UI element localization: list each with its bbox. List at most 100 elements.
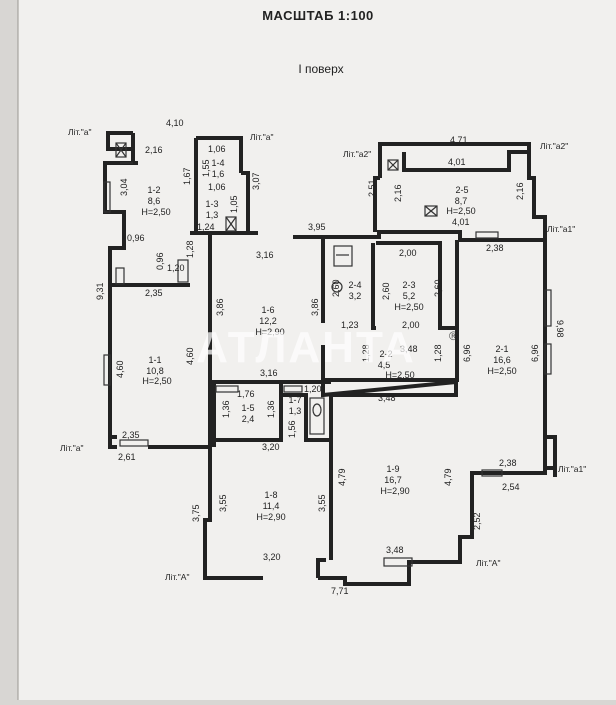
room-1-6-height: H=2,90	[255, 327, 284, 337]
scale-title: МАСШТАБ 1:100	[262, 8, 374, 23]
room-1-1-area: 10,8	[146, 366, 164, 376]
dimension-d998: 9,98	[555, 320, 565, 338]
dimension-d355a: 3,55	[218, 494, 228, 512]
room-1-4-area: 1,6	[212, 169, 225, 179]
room-1-9-id: 1-9	[386, 464, 399, 474]
room-2-5-area: 8,7	[455, 196, 468, 206]
dimension-d120a: 1,20	[167, 263, 185, 273]
dimension-d931: 9,31	[95, 282, 105, 300]
room-1-2-height: H=2,50	[141, 207, 170, 217]
dimension-d348c: 3,48	[386, 545, 404, 555]
room-1-8-height: H=2,90	[256, 512, 285, 522]
dimension-d155: 1,55	[201, 159, 211, 177]
room-2-5-id: 2-5	[455, 185, 468, 195]
dimension-d105: 1,05	[229, 195, 239, 213]
dimension-d260c: 2,60	[433, 279, 443, 297]
room-1-5-area: 2,4	[242, 414, 255, 424]
dimension-d696b: 6,96	[530, 344, 540, 362]
dimension-d304: 3,04	[119, 178, 129, 196]
dimension-d176: 1,76	[237, 389, 255, 399]
dimension-d235b: 2,35	[122, 430, 140, 440]
dimension-d320b: 3,20	[263, 552, 281, 562]
dimension-d167: 1,67	[182, 167, 192, 185]
room-1-5-id: 1-5	[241, 403, 254, 413]
dimension-d216b: 2,16	[393, 184, 403, 202]
letter-labels: Літ."а" Літ."а" Літ."а2" Літ."а2" Літ."а…	[60, 127, 586, 582]
dimension-d106a: 1,06	[208, 144, 226, 154]
lit-A-right: Літ."А"	[476, 558, 500, 568]
dimension-d316b: 3,16	[260, 368, 278, 378]
lit-a2-left: Літ."а2"	[343, 149, 371, 159]
room-1-9-height: H=2,90	[380, 486, 409, 496]
dimension-d124: 1,24	[197, 222, 215, 232]
dimension-d216: 2,16	[145, 145, 163, 155]
dimension-d251: 2,51	[367, 179, 377, 197]
dimension-d235a: 2,35	[145, 288, 163, 298]
room-1-1-id: 1-1	[148, 355, 161, 365]
lit-a1-bottom: Літ."а1"	[558, 464, 586, 474]
room-2-1-area: 16,6	[493, 355, 511, 365]
room-2-2-height: H=2,50	[385, 370, 414, 380]
dimension-d238a: 2,38	[486, 243, 504, 253]
lit-a-left: Літ."а"	[60, 443, 84, 453]
room-2-5-height: H=2,50	[446, 206, 475, 216]
dimension-d386b: 3,86	[310, 298, 320, 316]
room-2-2-area: 4,5	[378, 360, 391, 370]
watermark: АТЛАНТА	[196, 323, 416, 372]
dimension-d200a: 2,00	[399, 248, 417, 258]
room-2-3-id: 2-3	[402, 280, 415, 290]
room-1-2-id: 1-2	[147, 185, 160, 195]
room-1-3-area: 1,3	[206, 210, 219, 220]
dimension-d771: 7,71	[331, 586, 349, 596]
dimension-d316: 3,16	[256, 250, 274, 260]
room-1-1-height: H=2,50	[142, 376, 171, 386]
dimension-d401b: 4,01	[452, 217, 470, 227]
dimension-d123: 1,23	[341, 320, 359, 330]
dimension-d479a: 4,79	[337, 468, 347, 486]
dimension-d471: 4,71	[450, 135, 468, 145]
room-2-4-area: 3,2	[349, 291, 362, 301]
dimension-d401a: 4,01	[448, 157, 466, 167]
walls	[103, 131, 557, 586]
lit-a-top: Літ."а"	[250, 132, 274, 142]
dimension-d261: 2,61	[118, 452, 136, 462]
dimension-d260b: 2,60	[381, 282, 391, 300]
dimension-d128b: 1,28	[361, 344, 371, 362]
room-1-6-id: 1-6	[261, 305, 274, 315]
dimension-d307: 3,07	[251, 172, 261, 190]
room-1-6-area: 12,2	[259, 316, 277, 326]
dimension-d136a: 1,36	[221, 400, 231, 418]
watermark-registered-mark: ®	[449, 329, 458, 343]
room-labels: 1-2 8,6 H=2,50 1-4 1,6 1-3 1,3 2-5 8,7 H…	[141, 158, 516, 522]
dimension-d096b: 0,96	[155, 252, 165, 270]
room-1-4-id: 1-4	[211, 158, 224, 168]
fixtures	[103, 142, 552, 567]
dimension-d260a: 2,60	[331, 279, 341, 297]
dimension-d320a: 3,20	[262, 442, 280, 452]
dimension-d348b: 3,48	[378, 393, 396, 403]
lit-a-top-left: Літ."а"	[68, 127, 92, 137]
dimension-d106b: 1,06	[208, 182, 226, 192]
room-1-7-id: 1-7	[288, 395, 301, 405]
room-2-4-id: 2-4	[348, 280, 361, 290]
lit-A-left: Літ."А"	[165, 572, 189, 582]
room-2-3-height: H=2,50	[394, 302, 423, 312]
room-1-3-id: 1-3	[205, 199, 218, 209]
room-2-3-area: 5,2	[403, 291, 416, 301]
dimension-d479b: 4,79	[443, 468, 453, 486]
paper-background	[18, 0, 616, 700]
room-1-8-id: 1-8	[264, 490, 277, 500]
dimension-d395: 3,95	[308, 222, 326, 232]
dimension-d252: 2,52	[472, 512, 482, 530]
dimension-d156: 1,56	[287, 420, 297, 438]
dimension-d696a: 6,96	[462, 344, 472, 362]
dimension-d460b: 4,60	[185, 347, 195, 365]
dimension-d200b: 2,00	[402, 320, 420, 330]
floor-title: І поверх	[298, 62, 343, 76]
dimension-d128c: 1,28	[433, 344, 443, 362]
dimension-d460a: 4,60	[115, 360, 125, 378]
dimension-d386a: 3,86	[215, 298, 225, 316]
dimension-d238b: 2,38	[499, 458, 517, 468]
